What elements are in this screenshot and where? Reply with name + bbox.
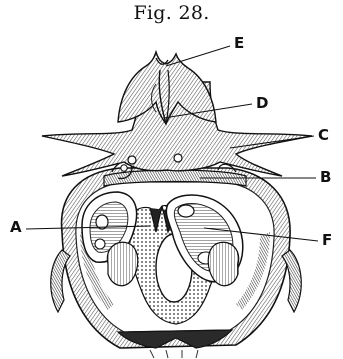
label-a: A — [10, 220, 22, 235]
label-b: B — [320, 170, 331, 185]
label-f: F — [322, 233, 332, 248]
right-lower-cushion — [208, 242, 238, 285]
label-e: E — [234, 36, 244, 51]
upper-process-d-e — [118, 52, 216, 124]
label-d: D — [256, 96, 268, 111]
label-c: C — [318, 128, 329, 143]
left-lower-cushion — [107, 242, 137, 285]
